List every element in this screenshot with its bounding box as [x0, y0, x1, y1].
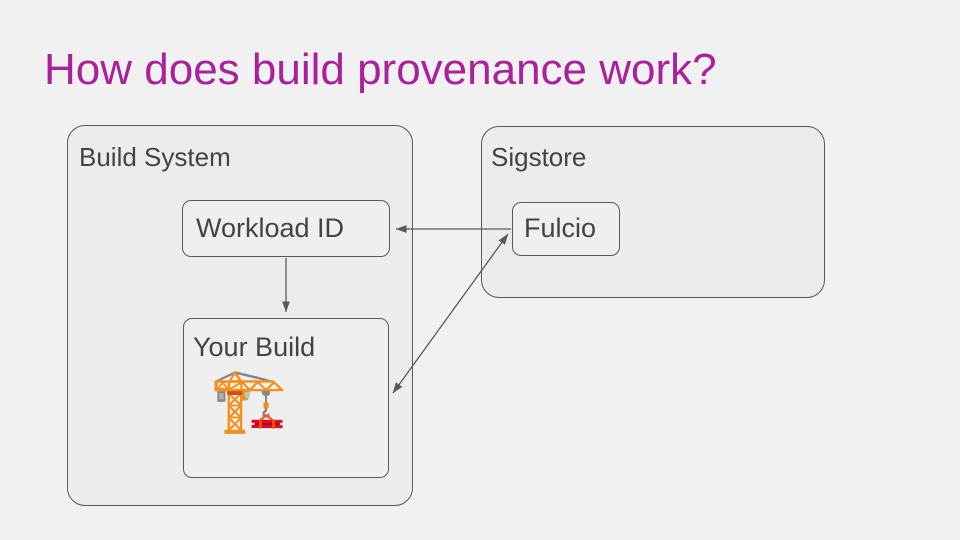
- node-your-build[interactable]: [183, 318, 389, 478]
- page-title: How does build provenance work?: [44, 45, 717, 94]
- construction-crane-icon: 🏗️: [210, 366, 288, 435]
- node-workload-id[interactable]: [182, 200, 390, 257]
- group-build-system-label: Build System: [79, 142, 231, 172]
- node-your-build-label: Your Build: [193, 332, 316, 362]
- node-fulcio-label: Fulcio: [524, 213, 597, 243]
- group-sigstore-label: Sigstore: [491, 142, 587, 172]
- node-workload-id-label: Workload ID: [196, 213, 345, 243]
- node-fulcio[interactable]: [512, 202, 620, 256]
